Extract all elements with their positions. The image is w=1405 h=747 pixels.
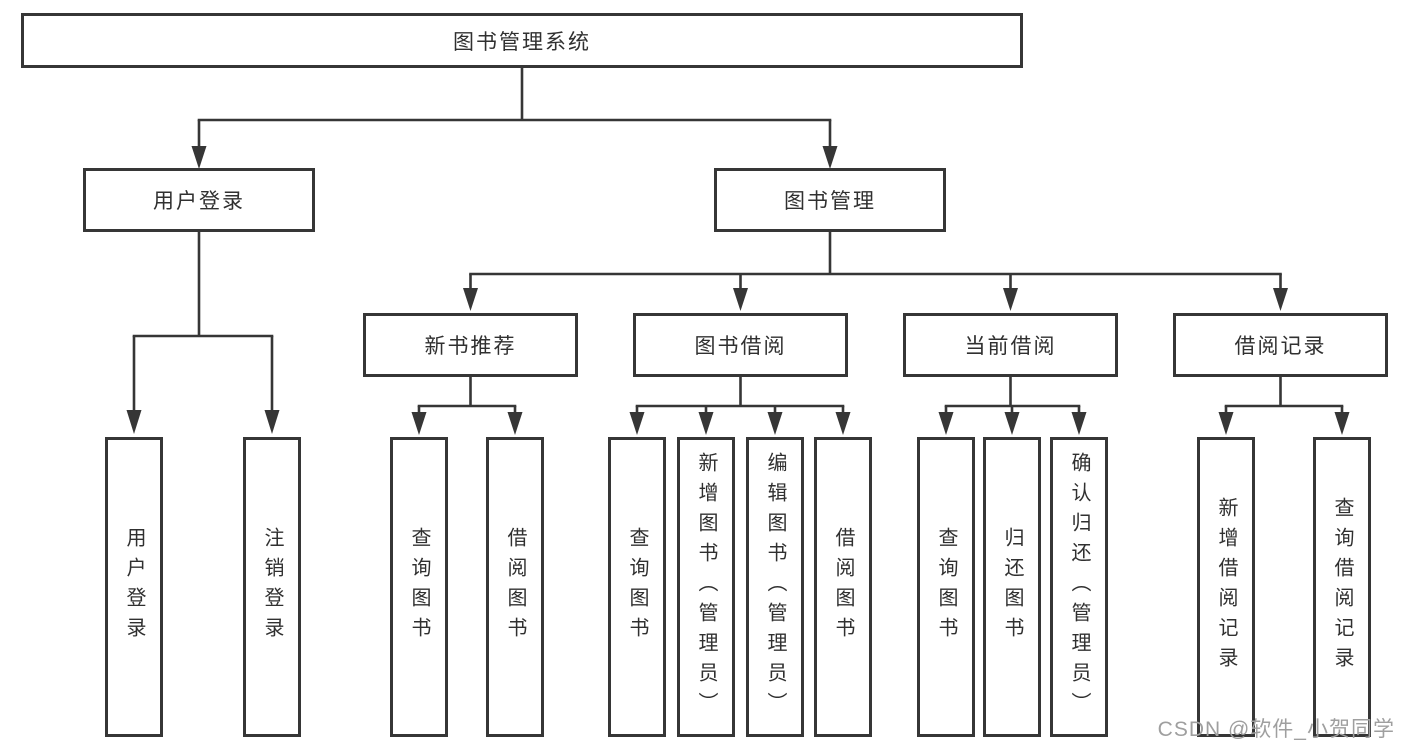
node-leaf-borrow-books-recommend-label: 借阅图书 (504, 527, 526, 647)
node-new-book-recommend: 新书推荐 (363, 313, 578, 377)
node-leaf-add-book-admin-label: 新增图书（管理员） (695, 452, 717, 722)
node-book-management: 图书管理 (714, 168, 946, 232)
node-book-borrowing-label: 图书借阅 (694, 335, 787, 358)
node-user-login-label: 用户登录 (153, 190, 245, 213)
node-root-label: 图书管理系统 (453, 30, 591, 54)
node-leaf-edit-book-admin-label: 编辑图书（管理员） (764, 452, 786, 722)
node-leaf-borrow-books-borrowing: 借阅图书 (814, 437, 872, 737)
node-borrowing-records-label: 借阅记录 (1234, 335, 1327, 358)
node-leaf-query-books-recommend: 查询图书 (390, 437, 448, 737)
node-root: 图书管理系统 (21, 13, 1023, 68)
node-current-borrowing-label: 当前借阅 (964, 335, 1057, 358)
node-leaf-query-books-current: 查询图书 (917, 437, 975, 737)
node-book-borrowing: 图书借阅 (633, 313, 848, 377)
node-leaf-logout-label: 注销登录 (261, 527, 283, 647)
node-leaf-confirm-return-admin: 确认归还（管理员） (1050, 437, 1108, 737)
node-leaf-logout: 注销登录 (243, 437, 301, 737)
node-leaf-query-borrow-record: 查询借阅记录 (1313, 437, 1371, 737)
node-leaf-add-book-admin: 新增图书（管理员） (677, 437, 735, 737)
node-leaf-return-books: 归还图书 (983, 437, 1041, 737)
node-leaf-query-books-recommend-label: 查询图书 (408, 527, 430, 647)
node-leaf-edit-book-admin: 编辑图书（管理员） (746, 437, 804, 737)
node-book-management-label: 图书管理 (784, 190, 876, 213)
node-leaf-add-borrow-record: 新增借阅记录 (1197, 437, 1255, 737)
node-borrowing-records: 借阅记录 (1173, 313, 1388, 377)
node-leaf-query-borrow-record-label: 查询借阅记录 (1331, 497, 1353, 677)
node-leaf-add-borrow-record-label: 新增借阅记录 (1215, 497, 1237, 677)
node-user-login: 用户登录 (83, 168, 315, 232)
watermark-text: CSDN @软件_小贺同学 (1157, 718, 1395, 741)
node-leaf-return-books-label: 归还图书 (1001, 527, 1023, 647)
node-leaf-user-login-label: 用户登录 (123, 527, 145, 647)
node-leaf-confirm-return-admin-label: 确认归还（管理员） (1068, 452, 1090, 722)
node-leaf-user-login: 用户登录 (105, 437, 163, 737)
node-current-borrowing: 当前借阅 (903, 313, 1118, 377)
node-leaf-borrow-books-borrowing-label: 借阅图书 (832, 527, 854, 647)
node-leaf-query-books-current-label: 查询图书 (935, 527, 957, 647)
node-leaf-query-books-borrowing: 查询图书 (608, 437, 666, 737)
node-leaf-query-books-borrowing-label: 查询图书 (626, 527, 648, 647)
node-new-book-recommend-label: 新书推荐 (424, 335, 517, 358)
node-leaf-borrow-books-recommend: 借阅图书 (486, 437, 544, 737)
